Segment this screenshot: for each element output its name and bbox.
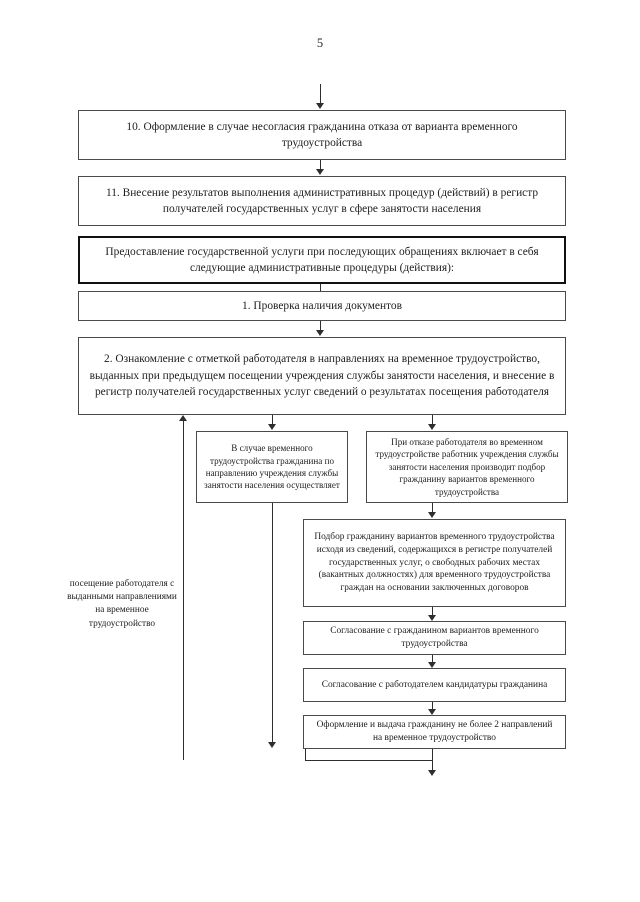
node-branch-right-label: При отказе работодателя во временном тру…	[375, 436, 559, 497]
node-selection: Подбор гражданину вариантов временного т…	[303, 519, 566, 607]
node-approve-citizen: Согласование с гражданином вариантов вре…	[303, 621, 566, 655]
node-step11: 11. Внесение результатов выполнения адми…	[78, 176, 566, 226]
connector-issue-exit-line	[432, 749, 433, 772]
connector-issue-bracket-left-line	[305, 749, 306, 761]
node-visit-employer-label: посещение работодателя с выданными напра…	[67, 579, 177, 629]
connector-branchleft-down-line	[272, 503, 273, 743]
node-approve-employer: Согласование с работодателем кандидатуры…	[303, 668, 566, 702]
connector-issue-bracket-horizontal	[305, 760, 432, 761]
node-branch-left: В случае временного трудоустройства граж…	[196, 431, 348, 503]
connector-step1-step2-arrow	[316, 330, 324, 336]
connector-selection-approvecitizen-arrow	[428, 615, 436, 621]
connector-step2-branchright-arrow	[428, 424, 436, 430]
connector-approvecitizen-approveemployer-line	[432, 655, 433, 664]
page-number: 5	[316, 36, 324, 50]
connector-step2-branchleft-arrow	[268, 424, 276, 430]
node-selection-label: Подбор гражданину вариантов временного т…	[314, 531, 555, 594]
node-approve-citizen-label: Согласование с гражданином вариантов вре…	[330, 626, 539, 649]
connector-step2-branchright-line	[432, 415, 433, 427]
connector-entry-line	[320, 84, 321, 104]
connector-approvecitizen-approveemployer-arrow	[428, 662, 436, 668]
connector-issue-exit-arrow	[428, 770, 436, 776]
node-step10: 10. Оформление в случае несогласия гражд…	[78, 110, 566, 160]
node-step1-label: 1. Проверка наличия документов	[242, 299, 402, 312]
node-step1: 1. Проверка наличия документов	[78, 291, 566, 321]
connector-step2-branchleft-line	[272, 415, 273, 427]
connector-feedback-line	[183, 421, 184, 760]
connector-step10-step11-line	[320, 160, 321, 171]
node-approve-employer-label: Согласование с работодателем кандидатуры…	[321, 679, 548, 690]
node-step10-label: 10. Оформление в случае несогласия гражд…	[126, 120, 518, 150]
connector-selection-approvecitizen-line	[432, 607, 433, 617]
node-branch-right: При отказе работодателя во временном тру…	[366, 431, 568, 503]
connector-heading-step1-line	[320, 284, 321, 295]
node-heading-subsequent: Предоставление государственной услуги пр…	[78, 236, 566, 284]
node-step11-label: 11. Внесение результатов выполнения адми…	[105, 186, 539, 216]
node-branch-left-label: В случае временного трудоустройства граж…	[204, 443, 340, 491]
connector-step10-step11-arrow	[316, 169, 324, 175]
node-step2-label: 2. Ознакомление с отметкой работодателя …	[89, 353, 555, 399]
connector-step1-step2-line	[320, 321, 321, 332]
connector-branchleft-down-arrow	[268, 742, 276, 748]
connector-branchright-selection-arrow	[428, 512, 436, 518]
connector-feedback-arrow	[179, 415, 187, 421]
node-heading-subsequent-label: Предоставление государственной услуги пр…	[105, 245, 539, 275]
node-issue-referrals-label: Оформление и выдача гражданину не более …	[316, 720, 553, 743]
node-visit-employer: посещение работодателя с выданными напра…	[66, 578, 178, 631]
node-issue-referrals: Оформление и выдача гражданину не более …	[303, 715, 566, 749]
connector-entry-arrow	[316, 103, 324, 109]
connector-approveemployer-issue-line	[432, 702, 433, 711]
connector-approveemployer-issue-arrow	[428, 709, 436, 715]
node-step2: 2. Ознакомление с отметкой работодателя …	[78, 337, 566, 415]
connector-branchright-selection-line	[432, 503, 433, 515]
